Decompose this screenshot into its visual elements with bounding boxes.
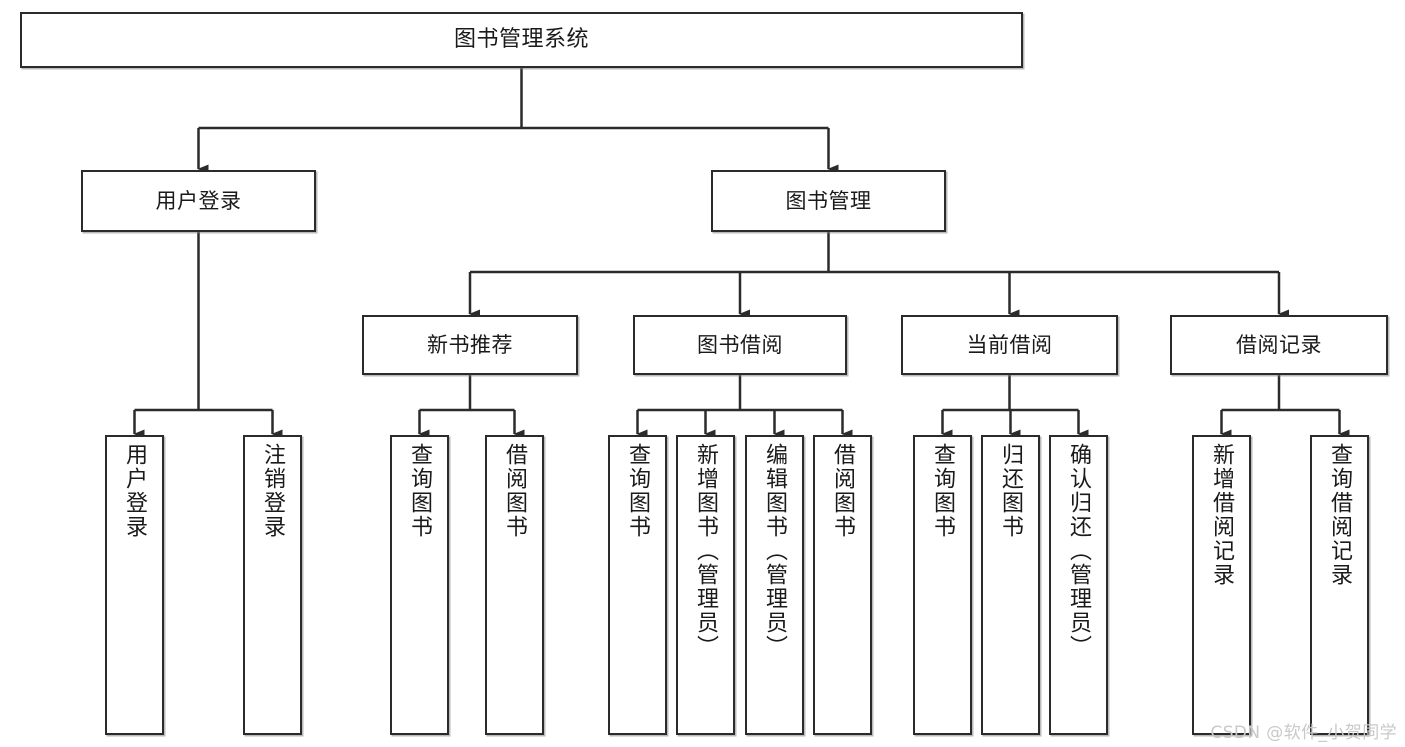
node-leaf-cur-return[interactable]: 归还图书: [981, 435, 1040, 735]
node-label: 查询图书: [930, 443, 956, 539]
node-label: 新书推荐: [427, 332, 513, 357]
node-book-borrow[interactable]: 图书借阅: [633, 315, 847, 375]
node-label: 图书管理: [785, 188, 872, 213]
node-label: 图书管理系统: [453, 27, 589, 53]
node-label: 确认归还（管理员）: [1066, 443, 1092, 659]
node-leaf-rec-search[interactable]: 查询借阅记录: [1310, 435, 1369, 735]
node-label: 新增借阅记录: [1209, 443, 1235, 587]
node-current-borrow[interactable]: 当前借阅: [901, 315, 1118, 375]
node-leaf-rec-add[interactable]: 新增借阅记录: [1192, 435, 1251, 735]
node-leaf-cur-query[interactable]: 查询图书: [913, 435, 972, 735]
node-label: 查询图书: [407, 443, 433, 539]
node-borrow-record[interactable]: 借阅记录: [1170, 315, 1388, 375]
node-leaf-borrow-edit[interactable]: 编辑图书（管理员）: [745, 435, 804, 735]
node-label: 用户登录: [155, 188, 242, 213]
node-root[interactable]: 图书管理系统: [20, 12, 1023, 68]
connector-paths: [133, 68, 1350, 439]
node-label: 图书借阅: [697, 332, 783, 357]
node-book-manage[interactable]: 图书管理: [711, 170, 946, 232]
node-leaf-rec-borrow[interactable]: 借阅图书: [485, 435, 544, 735]
node-label: 注销登录: [260, 443, 286, 539]
node-user-login[interactable]: 用户登录: [81, 170, 316, 232]
node-label: 用户登录: [122, 443, 148, 539]
node-leaf-cur-confirm[interactable]: 确认归还（管理员）: [1049, 435, 1108, 735]
watermark: CSDN @软件_小贺同学: [1210, 723, 1397, 743]
node-leaf-user-logout[interactable]: 注销登录: [243, 435, 302, 735]
node-leaf-borrow-lend[interactable]: 借阅图书: [813, 435, 872, 735]
node-new-book-rec[interactable]: 新书推荐: [362, 315, 578, 375]
node-label: 编辑图书（管理员）: [762, 443, 788, 659]
node-leaf-borrow-query[interactable]: 查询图书: [608, 435, 667, 735]
node-label: 借阅记录: [1236, 332, 1322, 357]
node-label: 新增图书（管理员）: [693, 443, 719, 659]
node-leaf-user-login[interactable]: 用户登录: [105, 435, 164, 735]
node-label: 查询借阅记录: [1327, 443, 1353, 587]
node-label: 当前借阅: [966, 332, 1053, 357]
node-label: 借阅图书: [502, 443, 528, 539]
node-label: 归还图书: [998, 443, 1024, 539]
node-label: 借阅图书: [830, 443, 856, 539]
node-leaf-rec-query[interactable]: 查询图书: [390, 435, 449, 735]
node-label: 查询图书: [625, 443, 651, 539]
node-leaf-borrow-add[interactable]: 新增图书（管理员）: [676, 435, 735, 735]
